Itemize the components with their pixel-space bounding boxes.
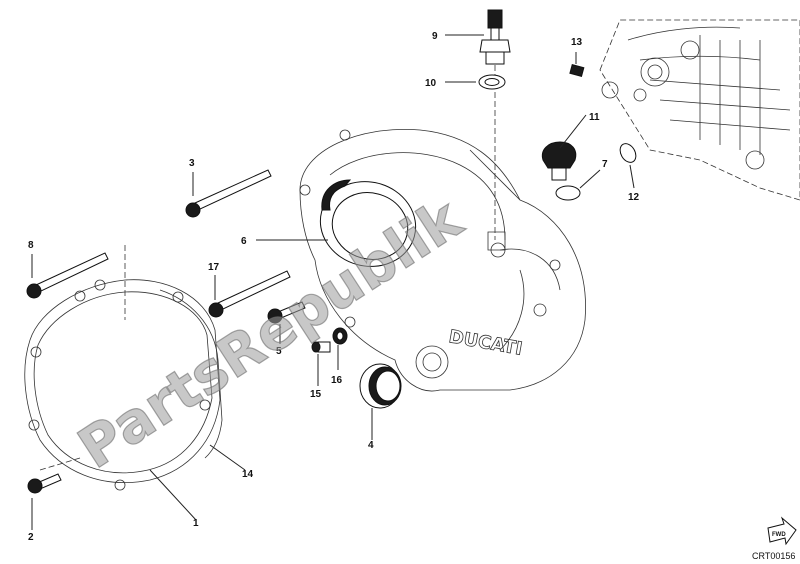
callout-labels: 1 2 3 4 5 6 7 8 9 10 11 12 13 14 15 16 1… [28,31,640,543]
callout-12: 12 [628,192,640,203]
washer-16 [332,327,348,345]
leader-lines [31,34,635,530]
screw-15 [311,341,331,353]
bolt-8 [26,252,109,299]
callout-2: 2 [28,532,34,543]
sealing-washer-10 [478,74,506,90]
oil-fill-cover [24,245,221,491]
bolt-2 [27,473,62,494]
callout-10: 10 [425,78,437,89]
dowel-13 [569,63,585,77]
callout-15: 15 [310,389,322,400]
watermark-text: PartsRepublik [67,186,474,482]
callout-3: 3 [189,158,195,169]
callout-7: 7 [602,159,608,170]
o-ring-12 [619,143,637,163]
callout-11: 11 [589,112,600,123]
callout-4: 4 [368,440,374,451]
sight-glass [359,363,402,409]
callout-8: 8 [28,240,34,251]
reference-code: CRT00156 [752,551,795,561]
cover-seal-ring [319,179,417,267]
fwd-label: FWD [772,532,786,538]
bolt-3 [185,169,272,218]
callout-1: 1 [193,518,199,529]
callout-6: 6 [241,236,247,247]
engine-case [599,19,800,201]
callout-9: 9 [432,31,438,42]
bolt-5 [267,301,306,324]
callout-13: 13 [571,37,583,48]
ducati-logo-text: DUCATI [447,326,524,360]
temperature-sensor [479,9,511,240]
bolt-17 [208,270,291,318]
callout-16: 16 [331,375,343,386]
callout-5: 5 [276,346,282,357]
oil-filler-cap [541,141,577,181]
o-ring-7 [555,185,581,201]
callout-14: 14 [242,469,254,480]
callout-17: 17 [208,262,220,273]
forward-arrow-icon: FWD [767,516,797,546]
